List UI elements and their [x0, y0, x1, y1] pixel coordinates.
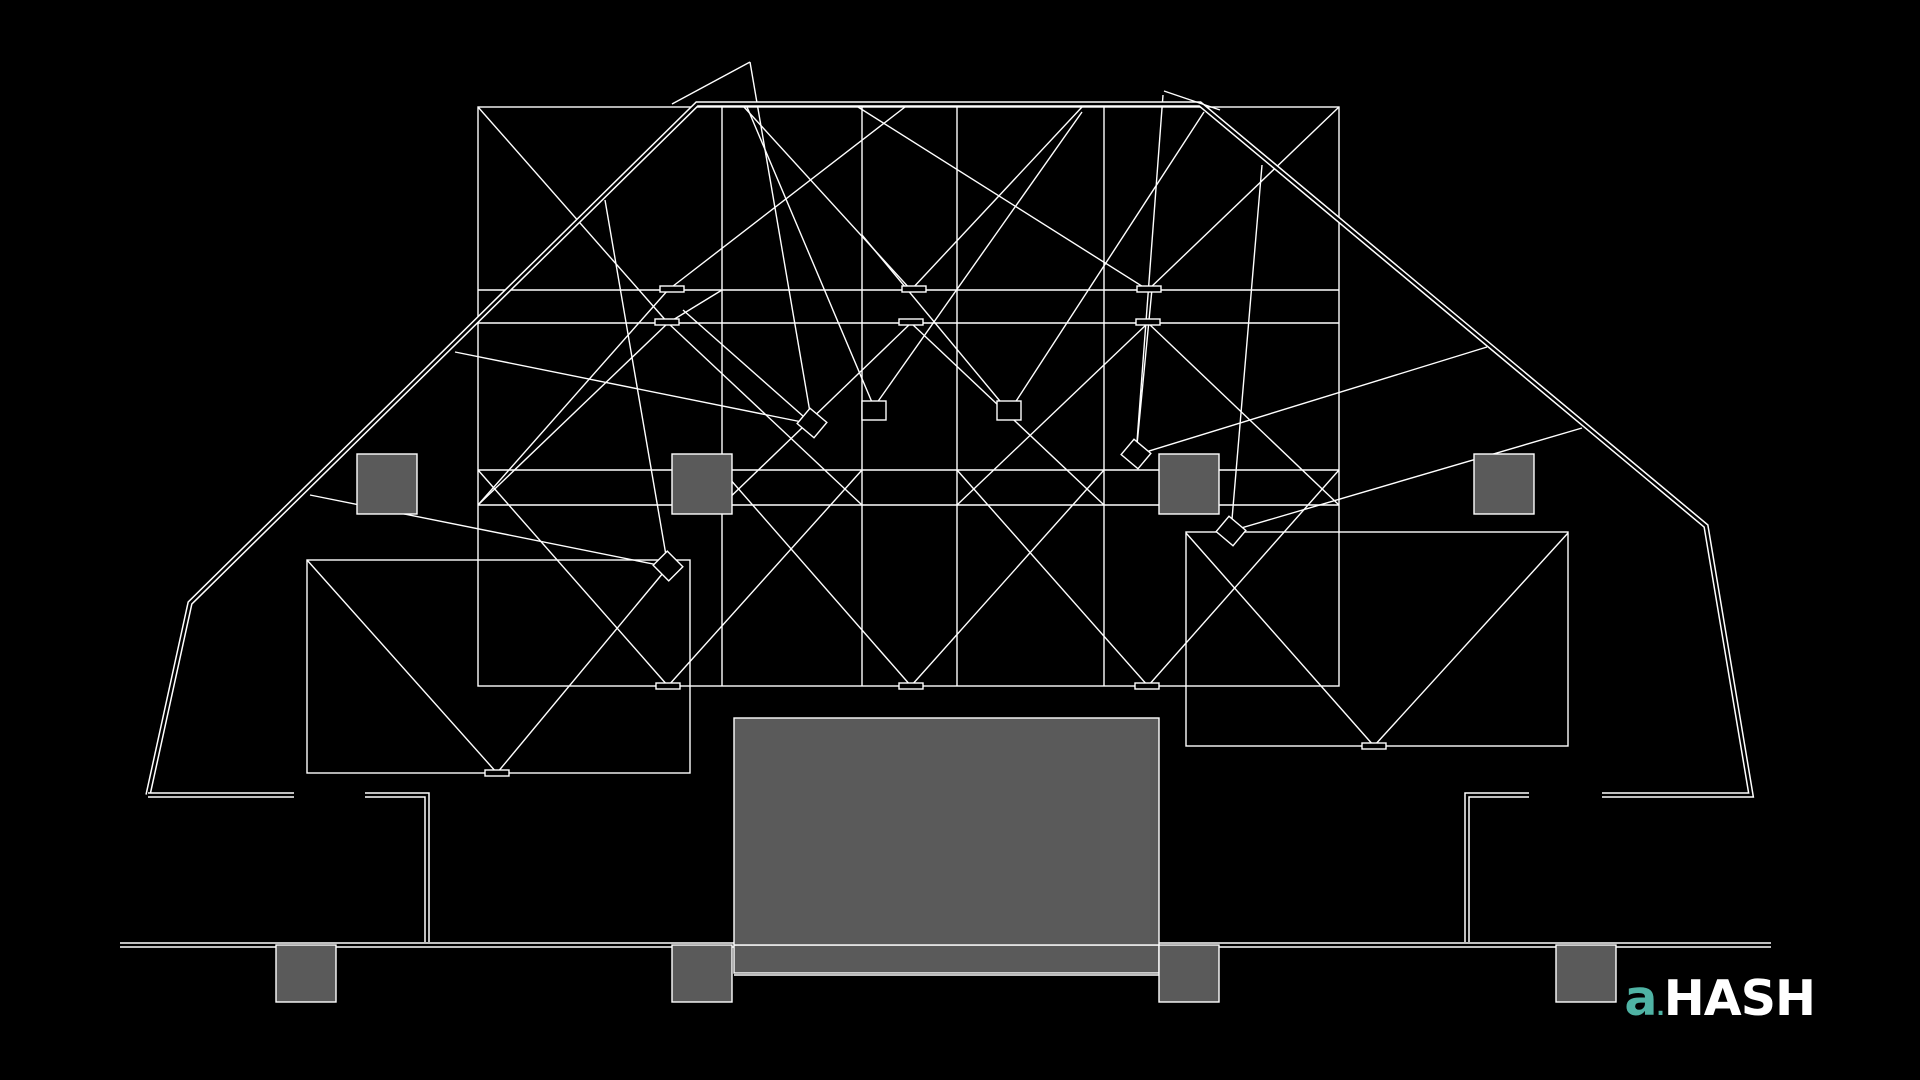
- fixture: [655, 682, 681, 690]
- central-stage: [733, 717, 1160, 946]
- fixture: [654, 318, 680, 326]
- fixture: [1361, 742, 1387, 750]
- fixture: [861, 400, 887, 421]
- fixture: [1134, 682, 1160, 690]
- logo-separator: .: [1656, 996, 1664, 1021]
- right-room: [1185, 531, 1569, 747]
- fixture: [652, 550, 684, 582]
- facade: [120, 942, 1771, 976]
- logo-name: HASH: [1663, 970, 1816, 1027]
- fixture: [1215, 515, 1247, 547]
- entry-step: [733, 944, 1160, 974]
- column: [671, 453, 733, 515]
- fixture: [484, 769, 510, 777]
- left-room: [306, 559, 691, 774]
- column: [356, 453, 418, 515]
- fixture: [898, 318, 924, 326]
- fixture: [796, 407, 828, 439]
- exterior-walls: [145, 61, 1755, 942]
- column: [1158, 453, 1220, 515]
- column: [1158, 944, 1220, 1003]
- fixture: [996, 400, 1022, 421]
- structural-columns: [275, 453, 1617, 1003]
- fixture: [659, 285, 685, 293]
- column: [1555, 944, 1617, 1003]
- light-fixtures: [484, 285, 1387, 777]
- fixture: [901, 285, 927, 293]
- fixture: [1135, 318, 1161, 326]
- fixture: [898, 682, 924, 690]
- ahash-logo: a.HASH: [1624, 974, 1816, 1023]
- column: [275, 944, 337, 1003]
- fixture: [1120, 438, 1152, 470]
- lighting-lines: [306, 61, 1583, 774]
- logo-prefix: a: [1624, 970, 1657, 1027]
- column: [671, 944, 733, 1003]
- fixture: [1136, 285, 1162, 293]
- column: [1473, 453, 1535, 515]
